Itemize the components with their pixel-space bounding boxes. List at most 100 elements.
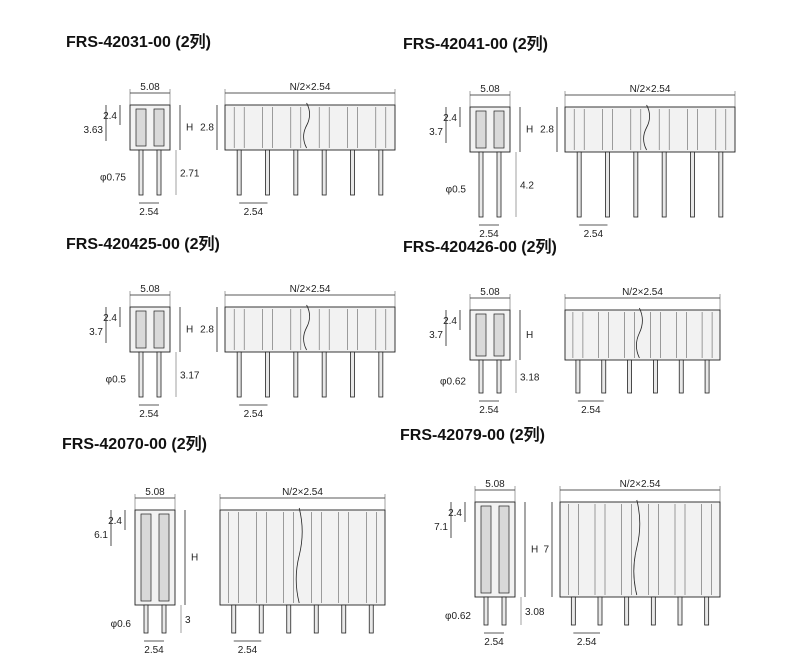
length-dimension: N/2×2.54 (290, 82, 331, 93)
pin-pitch-dimension: 2.54 (244, 409, 264, 420)
pin-diameter: φ0.62 (440, 377, 466, 388)
panel-title-2: FRS-42041-00 (2列) (403, 36, 548, 53)
tail-dimension: 3.18 (520, 373, 540, 384)
socket-contact (135, 108, 147, 147)
pitch-dimension: 5.08 (485, 479, 505, 490)
side-pin (624, 596, 630, 626)
side-pin (293, 351, 299, 398)
length-dimension: N/2×2.54 (622, 287, 663, 298)
side-body (224, 306, 396, 353)
side-pin (313, 604, 319, 634)
side-pin (570, 596, 576, 626)
socket-contact (153, 310, 165, 349)
depth-dimension: 2.4 (103, 111, 117, 122)
pin-diameter: φ0.6 (111, 619, 132, 630)
break-line (303, 102, 310, 149)
socket-contact (493, 313, 505, 357)
contact-pin (496, 359, 502, 394)
socket-contact (493, 110, 505, 149)
break-line (295, 507, 303, 604)
pin-diameter: φ0.5 (446, 185, 467, 196)
side-body (564, 106, 736, 153)
side-pin (265, 351, 270, 398)
body-height-dimension: 2.8 (540, 125, 554, 136)
panel-title-3: FRS-420425-00 (2列) (66, 236, 220, 253)
row-pitch-dimension: 2.54 (484, 637, 504, 648)
h-dimension: H (526, 330, 533, 341)
side-pin (601, 359, 607, 394)
pitch-dimension: 5.08 (145, 487, 165, 498)
pitch-dimension: 5.08 (480, 287, 500, 298)
side-pin (575, 359, 581, 394)
pin-pitch-dimension: 2.54 (581, 405, 601, 416)
body-height-dimension: 2.8 (200, 325, 214, 336)
side-pin (678, 359, 684, 394)
pin-pitch-dimension: 2.54 (238, 645, 258, 656)
row-pitch-dimension: 2.54 (479, 405, 499, 416)
row-pitch-dimension: 2.54 (139, 207, 159, 218)
side-pin (576, 151, 582, 218)
socket-contact (140, 513, 152, 602)
pin-pitch-dimension: 2.54 (244, 207, 264, 218)
side-body (224, 104, 396, 151)
side-body (219, 509, 386, 606)
row-pitch-dimension: 2.54 (144, 645, 164, 656)
side-pin (704, 596, 710, 626)
side-pin (350, 351, 355, 398)
h-dimension: H (186, 325, 193, 336)
pin-pitch-dimension: 2.54 (577, 637, 597, 648)
pin-diameter: φ0.5 (106, 375, 127, 386)
h-dimension: H (191, 553, 198, 564)
side-pin (258, 604, 264, 634)
side-pin (605, 151, 610, 218)
height-dimension: 3.7 (429, 127, 443, 138)
side-pin (368, 604, 374, 634)
break-line (633, 499, 641, 596)
side-pin (704, 359, 710, 394)
contact-pin (478, 151, 484, 218)
body-height-dimension: 7 (543, 545, 549, 556)
contact-pin (143, 604, 149, 634)
side-pin (236, 149, 242, 196)
break-line (636, 307, 643, 359)
panel-title-4: FRS-420426-00 (2列) (403, 239, 557, 256)
contact-pin (156, 351, 162, 398)
side-pin (350, 149, 355, 196)
panel-title-6: FRS-42079-00 (2列) (400, 427, 545, 444)
socket-contact (135, 310, 147, 349)
side-pin (265, 149, 270, 196)
h-dimension: H (531, 545, 538, 556)
side-pin (633, 151, 639, 218)
contact-pin (478, 359, 484, 394)
side-pin (690, 151, 695, 218)
tail-dimension: 3.17 (180, 371, 200, 382)
side-pin (627, 359, 632, 394)
side-pin (231, 604, 237, 634)
tail-dimension: 3.08 (525, 607, 545, 618)
pin-diameter: φ0.62 (445, 611, 471, 622)
socket-contact (480, 505, 492, 594)
side-pin (293, 149, 299, 196)
height-dimension: 6.1 (94, 530, 108, 541)
contact-pin (138, 149, 144, 196)
socket-contact (475, 313, 487, 357)
side-pin (321, 351, 327, 398)
length-dimension: N/2×2.54 (290, 284, 331, 295)
depth-dimension: 2.4 (443, 113, 457, 124)
height-dimension: 3.7 (89, 327, 103, 338)
side-pin (650, 596, 656, 626)
contact-pin (138, 351, 144, 398)
height-dimension: 7.1 (434, 522, 448, 533)
socket-contact (498, 505, 510, 594)
socket-contact (158, 513, 170, 602)
row-pitch-dimension: 2.54 (139, 409, 159, 420)
depth-dimension: 2.4 (108, 516, 122, 527)
tail-dimension: 4.2 (520, 181, 534, 192)
height-dimension: 3.63 (84, 125, 104, 136)
height-dimension: 3.7 (429, 330, 443, 341)
side-pin (378, 149, 384, 196)
depth-dimension: 2.4 (448, 508, 462, 519)
pitch-dimension: 5.08 (480, 84, 500, 95)
side-pin (661, 151, 667, 218)
